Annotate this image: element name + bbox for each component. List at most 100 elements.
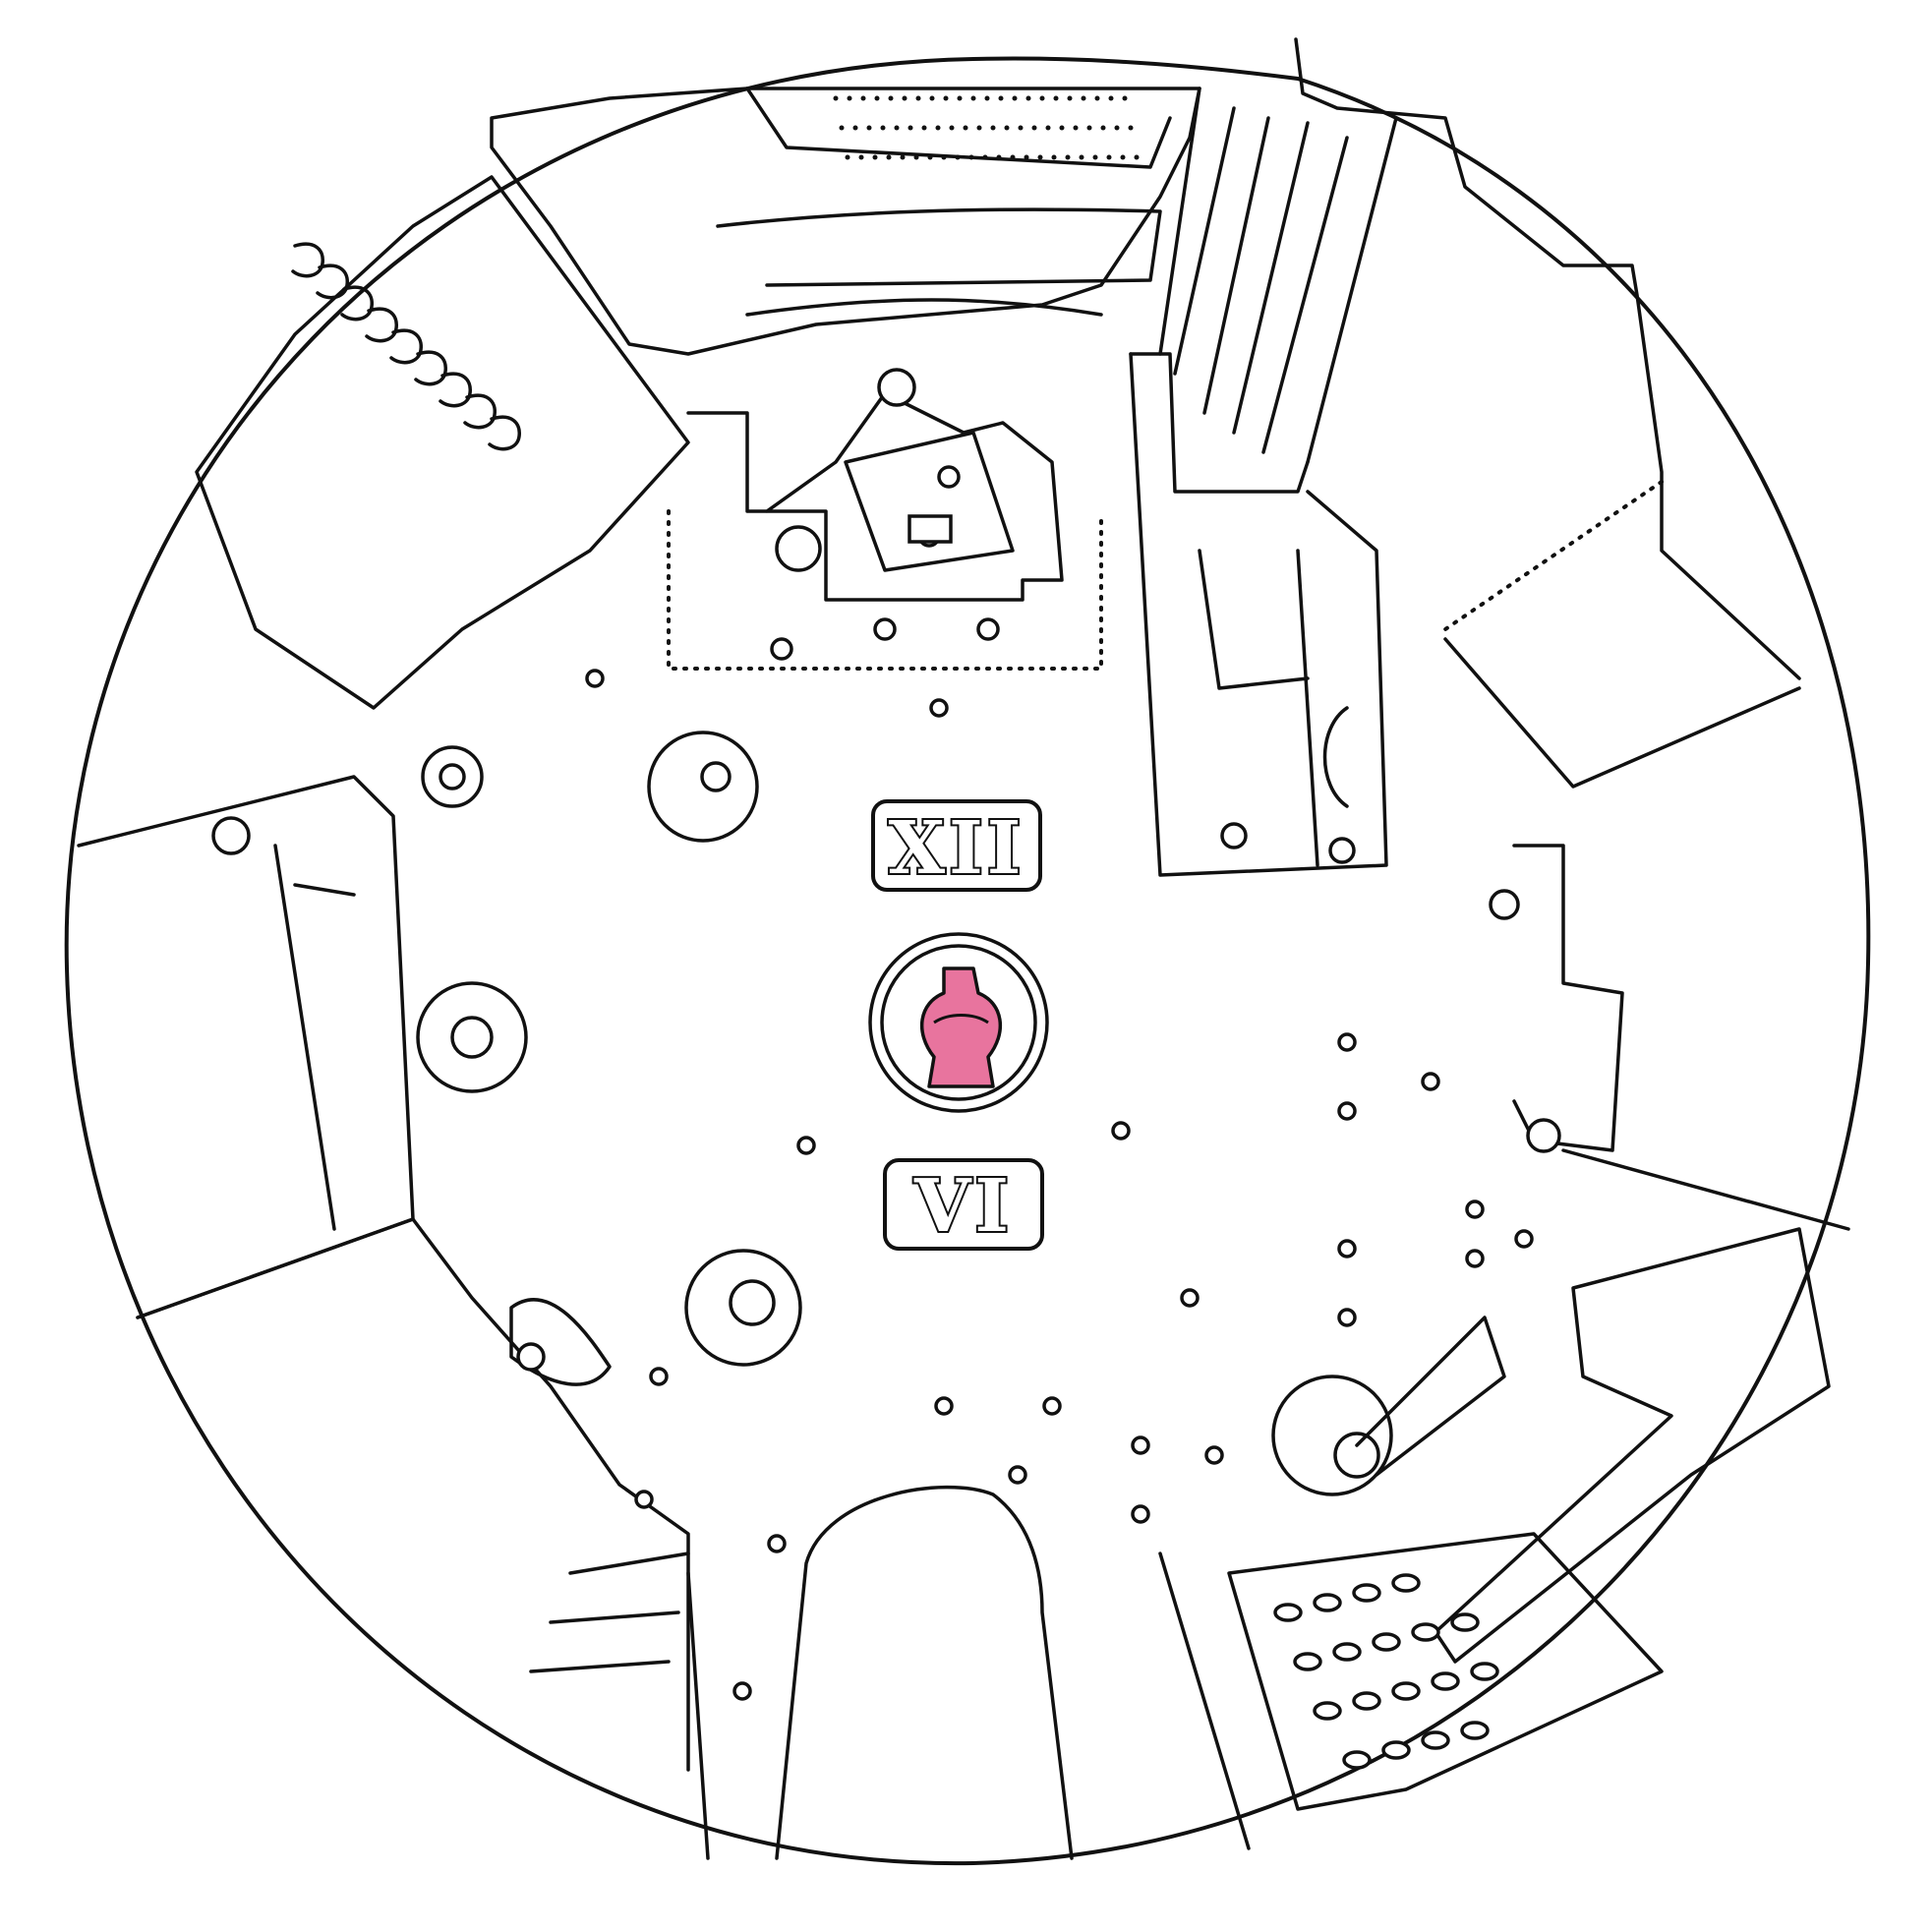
right-bridge-screw: [1328, 837, 1356, 864]
wheel-pivot: [450, 1016, 494, 1059]
perforation-dot: [860, 95, 866, 101]
right-bridge: [1129, 352, 1388, 877]
jewel-hole: [1514, 1229, 1534, 1249]
gear-tooth: [389, 328, 423, 365]
lever-arm: [1355, 1316, 1506, 1477]
perforation-dot: [1025, 95, 1031, 101]
barrel-bridge-edge: [1294, 37, 1801, 680]
top-bridge-inner: [745, 87, 1172, 169]
perforation-dot: [1031, 125, 1037, 131]
perforation-dot: [996, 154, 1002, 160]
ratchet-hole: [1381, 1740, 1411, 1760]
cam-lower-left: [509, 1298, 612, 1386]
perforation-dot: [929, 95, 935, 101]
gear-tooth: [488, 415, 521, 451]
perforation-dot: [1065, 154, 1071, 160]
perforation-dot: [976, 125, 982, 131]
jewel-hole: [585, 669, 605, 688]
right-bridge-detail: [1198, 549, 1349, 867]
left-gear-train-bridge: [195, 175, 690, 710]
perforation-dot: [900, 154, 906, 160]
marker-bottom-plate: [883, 1158, 1044, 1251]
right-edge-line: [1561, 1148, 1850, 1231]
right-edge-block: [1512, 844, 1624, 1152]
jewel-hole: [767, 1534, 787, 1553]
perforation-dot: [1100, 125, 1106, 131]
gear-tooth: [414, 350, 447, 386]
balance-cock: [686, 391, 1064, 602]
perforation-dot: [955, 154, 961, 160]
jewel-hole: [1465, 1249, 1485, 1268]
perforation-dot: [1114, 125, 1120, 131]
perforation-dot: [957, 95, 963, 101]
jewel-hole: [1337, 1032, 1357, 1052]
perforation-dots: [833, 95, 1140, 160]
center-plate-dotted: [667, 509, 1103, 671]
perforation-dot: [998, 95, 1004, 101]
ratchet-hole: [1352, 1691, 1381, 1711]
perforation-dot: [1073, 125, 1079, 131]
balance-cock-plate: [844, 431, 1015, 572]
top-bridge-groove-1: [716, 207, 1162, 287]
perforation-dot: [1079, 154, 1084, 160]
ratchet-hole: [1411, 1622, 1440, 1642]
edge-screw: [1526, 1118, 1561, 1153]
screw-head: [775, 525, 822, 572]
perforation-dot: [984, 95, 990, 101]
jewel-hole: [1337, 1101, 1357, 1121]
ratchet-hole: [1372, 1632, 1401, 1652]
click-wheel: [1271, 1375, 1393, 1496]
perforation-dot: [935, 125, 941, 131]
left-screw-inner: [439, 763, 466, 790]
plate-slot: [907, 514, 953, 544]
perforation-dot: [874, 95, 880, 101]
jewel-hole: [1131, 1435, 1150, 1455]
ratchet-hole: [1470, 1662, 1499, 1681]
wheel-pivot: [729, 1279, 776, 1326]
gear-tooth: [463, 393, 497, 430]
perforation-dot: [1086, 125, 1092, 131]
jewel-hole: [796, 1136, 816, 1155]
small-screw: [937, 465, 961, 489]
ratchet-hole: [1293, 1652, 1322, 1671]
ratchet-hole: [1391, 1573, 1421, 1593]
jewel-hole: [1421, 1072, 1440, 1091]
perforation-dot: [1059, 125, 1065, 131]
jewel-hole: [1180, 1288, 1200, 1308]
perforation-dot: [907, 125, 913, 131]
jewel-hole: [732, 1681, 752, 1701]
ratchet-hole: [1342, 1750, 1372, 1770]
gear-train-teeth: [291, 242, 521, 451]
perforation-dot: [1106, 154, 1112, 160]
perforation-dot: [866, 125, 872, 131]
perforation-dot: [1108, 95, 1114, 101]
perforation-dot: [839, 125, 845, 131]
center-pinion-highlight: [919, 966, 1003, 1088]
ratchet-hole: [1313, 1701, 1342, 1721]
gear-tooth: [316, 263, 349, 300]
bottom-arch: [775, 1485, 1074, 1860]
ratchet-hole: [1460, 1721, 1490, 1740]
perforation-dot: [943, 95, 949, 101]
perforation-dot: [858, 154, 864, 160]
perforation-dot: [1134, 154, 1140, 160]
perforation-dot: [847, 95, 852, 101]
perforation-dot: [880, 125, 886, 131]
gear-tooth: [340, 285, 374, 322]
perforation-dot: [921, 125, 927, 131]
perforation-dot: [970, 95, 976, 101]
bottom-left-bridge: [136, 1217, 690, 1772]
marker-top: XII: [889, 806, 1025, 891]
click-lever: [1434, 1227, 1831, 1664]
perforation-dot: [1122, 95, 1128, 101]
perforation-dot: [1128, 125, 1134, 131]
perforation-dot: [1012, 95, 1018, 101]
bridge-lower-edge: [1443, 637, 1801, 789]
ratchet-hole: [1273, 1603, 1303, 1622]
bottom-left-slots: [529, 1551, 690, 1673]
perforation-dot: [1094, 95, 1100, 101]
rail-bars: [1158, 87, 1398, 464]
jewel-hole: [634, 1490, 654, 1509]
ratchet-hole: [1450, 1612, 1480, 1632]
